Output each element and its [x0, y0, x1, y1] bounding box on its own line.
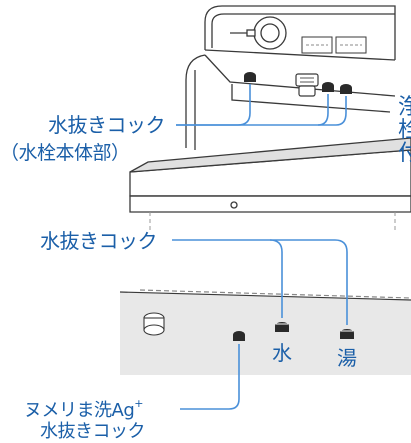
- valve-lower-title: 水抜きコック: [40, 229, 158, 253]
- ag-label-line2: 水抜きコック: [40, 421, 146, 442]
- leader-body-mid: [176, 94, 329, 126]
- valve-body-right-icon: [340, 84, 352, 94]
- cabinet-walls: [149, 212, 396, 232]
- filter-cartridge-icon: [143, 312, 165, 336]
- counter-slab: [129, 137, 411, 213]
- leader-body-right: [318, 96, 347, 126]
- leader-hot: [270, 239, 348, 325]
- knob-icon: [230, 16, 287, 50]
- edge-char-3: 付: [398, 141, 411, 166]
- spout-icon: [295, 73, 319, 97]
- leader-body-left: [176, 84, 251, 126]
- leader-lines: [172, 84, 348, 410]
- hot-water-label: 湯: [337, 346, 357, 370]
- valve-body-left-icon: [244, 72, 256, 82]
- indicator-panels: [301, 36, 367, 54]
- water-label: 水: [272, 341, 292, 365]
- hot-water-valve-icon: [340, 329, 354, 339]
- water-valve-icon: [275, 322, 289, 332]
- ag-label-sup: +: [134, 397, 143, 410]
- ag-label-text: ヌメリま洗Ag: [24, 400, 135, 421]
- ag-valve-icon: [233, 331, 245, 341]
- cabinet-floor: [119, 289, 411, 375]
- valve-body-mid-icon: [322, 82, 334, 92]
- edge-char-1: 浄: [398, 95, 411, 120]
- edge-char-2: 栓: [398, 118, 411, 143]
- faucet-body: [185, 5, 396, 150]
- valve-body-subtitle: （水栓本体部）: [0, 142, 130, 164]
- leader-ag: [180, 344, 240, 410]
- ag-label-line1: ヌメリま洗Ag+: [24, 398, 143, 420]
- valve-body-title: 水抜きコック: [48, 113, 166, 137]
